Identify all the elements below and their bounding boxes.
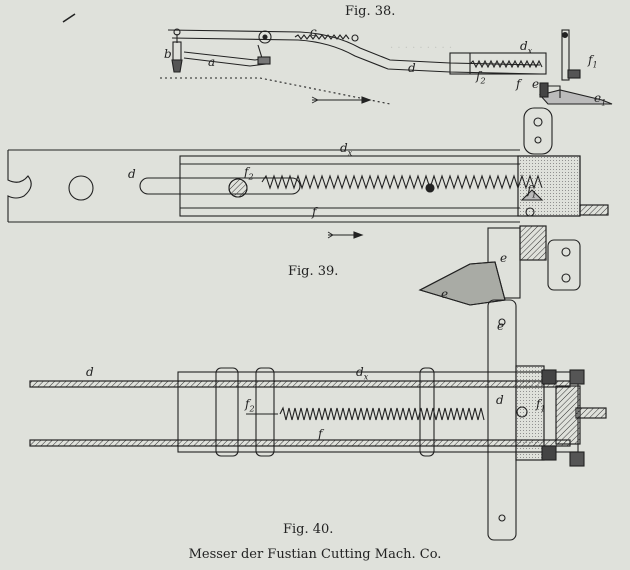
fig38-title: Fig. 38. [345, 4, 396, 19]
fig38-label-e: e [532, 77, 540, 91]
fig38-drawing [160, 28, 613, 105]
fig40-label-f2: f2 [245, 397, 255, 414]
figure-caption: Messer der Fustian Cutting Mach. Co. [188, 547, 442, 562]
fig38-label-f2: f2 [476, 69, 486, 86]
fig38-label-f: f [516, 77, 521, 91]
fig38-label-e1: e1 [594, 91, 607, 108]
fig40-label-d: d [86, 365, 94, 379]
fig39-label-f1: f1 [527, 183, 537, 200]
fig40-label-dx: dx [356, 365, 369, 382]
fig39-label-f: f [312, 205, 317, 219]
fig40-label-f1: f1 [536, 397, 546, 414]
fig39-label-e-lower: e [497, 319, 505, 333]
fig39-title: Fig. 39. [288, 264, 339, 279]
fig38-label-a: a [208, 55, 216, 69]
fig39-label-e-blade: e [441, 287, 449, 301]
fig39-drawing [7, 107, 609, 306]
bleed-through-text: . . . . . . . . . [390, 40, 453, 51]
fig40-title: Fig. 40. [283, 522, 334, 537]
fig40-label-f: f [318, 427, 323, 441]
fig39-label-f2: f2 [244, 165, 254, 182]
fig39-label-dx: dx [340, 141, 353, 158]
fig38-label-d: d [408, 61, 416, 75]
fig39-label-e-upper: e [500, 251, 508, 265]
fig38-label-dx: dx [520, 39, 533, 56]
fig38-label-f1: f1 [588, 53, 598, 70]
fig38-label-c: c [310, 25, 317, 39]
fig40-label-d-right: d [496, 393, 504, 407]
fig39-label-d: d [128, 167, 136, 181]
fig38-label-b: b [164, 47, 172, 61]
ink-stroke [62, 13, 76, 23]
fig40-drawing [29, 299, 607, 541]
